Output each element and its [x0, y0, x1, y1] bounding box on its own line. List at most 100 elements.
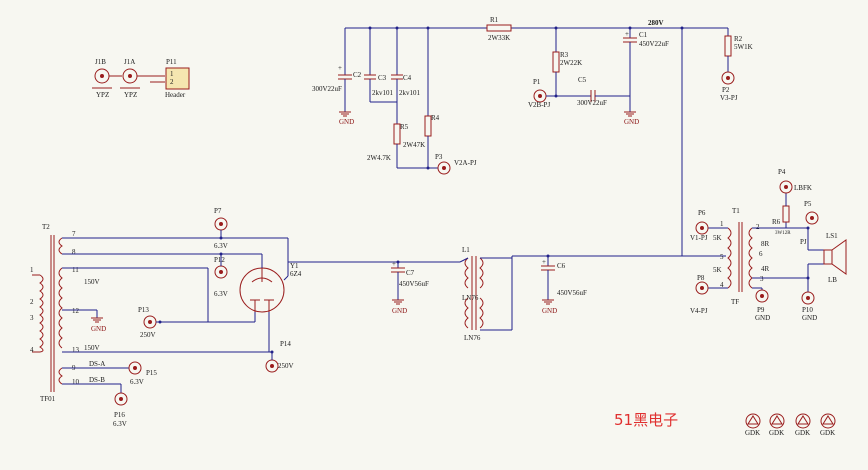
ground-c2: GND — [339, 111, 354, 126]
t2-pin12: 12 — [72, 307, 80, 315]
t1-ref: T1 — [732, 207, 740, 215]
gdk-stud-icon: GDK — [820, 413, 836, 437]
jack-p2: P2 V3-PJ — [720, 71, 738, 102]
svg-text:+: + — [542, 258, 546, 266]
p2-ref: P2 — [722, 86, 730, 94]
p8-ref: P8 — [697, 274, 705, 282]
gdk-stud-icon: GDK — [769, 413, 785, 437]
resistor-r2: R2 5W1K — [724, 35, 753, 72]
p1-value: V2B-PJ — [528, 101, 550, 109]
p10-value: GND — [802, 314, 817, 322]
t2-pin4: 4 — [30, 346, 34, 354]
gnd-c1-label: GND — [624, 118, 639, 126]
choke-l1: L1 LN76 LN76 — [459, 246, 682, 342]
p10-ref: P10 — [802, 306, 813, 314]
ground-c1: GND — [624, 111, 639, 126]
r3-ref: R3 — [560, 51, 569, 59]
resistor-r6: R6 3W12R — [772, 193, 791, 236]
p15-ref: P15 — [146, 369, 157, 377]
header-p11: 1 2 P11 Header — [165, 58, 190, 99]
j1a-ref: J1A — [124, 58, 135, 66]
p13-ref: P13 — [138, 306, 149, 314]
jack-p4: P4 LBFK — [778, 168, 812, 194]
gdk-studs: GDK GDK GDK GDK — [745, 413, 836, 437]
c4-value: 2kv101 — [399, 89, 421, 97]
r1-ref: R1 — [490, 16, 499, 24]
p6-value: V1-PJ — [690, 234, 708, 242]
resistor-r5: R5 2W4.7K — [367, 123, 438, 169]
p9-value: GND — [755, 314, 770, 322]
t2-pin13: 13 — [72, 346, 80, 354]
c5-ref: C5 — [578, 76, 587, 84]
hv1-label: 150V — [84, 278, 100, 286]
resistor-r3: R3 2W22K — [552, 51, 582, 98]
jack-p7: P7 6.3V — [214, 207, 228, 250]
y1-ref: Y1 — [290, 262, 299, 270]
r3-value: 2W22K — [560, 59, 582, 67]
jack-p5: P5 PJ — [800, 200, 819, 246]
p4-ref: P4 — [778, 168, 786, 176]
b-plus-label: 280V — [648, 19, 664, 27]
p8-value: V4-PJ — [690, 307, 708, 315]
t1-value: TF — [731, 298, 739, 306]
jack-p9: P9 GND — [755, 289, 770, 322]
jack-p8: P8 V4-PJ — [690, 274, 709, 315]
j1b-ref: J1B — [95, 58, 106, 66]
r5-value: 2W4.7K — [367, 154, 391, 162]
t2-pin2: 2 — [30, 298, 34, 306]
transformer-t2: T2 TF01 1 2 3 4 7 8 11 12 13 9 10 150V 1… — [30, 223, 100, 403]
r6-ref: R6 — [772, 218, 781, 226]
capacitor-c4: C4 2kv101 — [391, 74, 421, 124]
t2-ref: T2 — [42, 223, 50, 231]
capacitor-c5: C5 300V22uF — [577, 76, 630, 107]
p1-ref: P1 — [533, 78, 541, 86]
t1-tap-5k-bot: 5K — [713, 266, 722, 274]
speaker-ls1: LS1 LB — [823, 232, 847, 284]
jack-p1: P1 V2B-PJ — [528, 78, 591, 109]
p11-value: Header — [165, 91, 186, 99]
capacitor-c1: + C1 450V22uF — [623, 30, 669, 112]
jack-p6: P6 V1-PJ — [690, 209, 709, 242]
t2-pin10: 10 — [72, 378, 80, 386]
svg-text:+: + — [625, 30, 629, 38]
heater-wiring: DS-A DS-B — [62, 237, 288, 393]
t2-pin7: 7 — [72, 230, 76, 238]
c3-value: 2kv101 — [372, 89, 394, 97]
p15-value: 6.3V — [130, 378, 144, 386]
capacitor-c2: + C2 300V22uF — [312, 64, 362, 112]
gdk-label-3: GDK — [795, 429, 810, 437]
c5-value: 300V22uF — [577, 99, 607, 107]
p3-ref: P3 — [435, 153, 443, 161]
jack-p12: P12 6.3V — [214, 252, 228, 298]
p4-value: LBFK — [794, 184, 812, 192]
brand-text: 51黑电子 — [614, 411, 678, 429]
t2-pin3: 3 — [30, 314, 34, 322]
jack-p10: P10 GND — [801, 291, 817, 322]
l1-value-mid: LN76 — [462, 294, 479, 302]
ground-t2: GND — [91, 317, 106, 333]
r2-ref: R2 — [734, 35, 743, 43]
p5-ref: P5 — [804, 200, 812, 208]
p14-value: 250V — [278, 362, 294, 370]
r4-value: 2W47K — [403, 141, 425, 149]
c7-ref: C7 — [406, 269, 415, 277]
connector-j1b: J1B YPZ — [92, 58, 122, 99]
t1-pin2: 2 — [756, 223, 760, 231]
jack-p16: P16 6.3V — [113, 392, 128, 428]
resistor-r4: R4 2W47K — [403, 114, 440, 170]
t1-pin3: 3 — [760, 275, 764, 283]
t1-pin1: 1 — [720, 220, 724, 228]
t1-tap-8r: 8R — [761, 240, 770, 248]
b-plus-rail: 280V — [344, 19, 729, 256]
hv2-label: 150V — [84, 344, 100, 352]
y1-value: 6Z4 — [290, 270, 302, 278]
t2-pin8: 8 — [72, 248, 76, 256]
gnd-c2-label: GND — [339, 118, 354, 126]
p12-ref: P12 — [214, 256, 225, 264]
connector-j1a: J1A YPZ — [120, 58, 165, 99]
ds-a-label: DS-A — [89, 360, 105, 368]
l1-ref: L1 — [462, 246, 470, 254]
p12-value: 6.3V — [214, 290, 228, 298]
